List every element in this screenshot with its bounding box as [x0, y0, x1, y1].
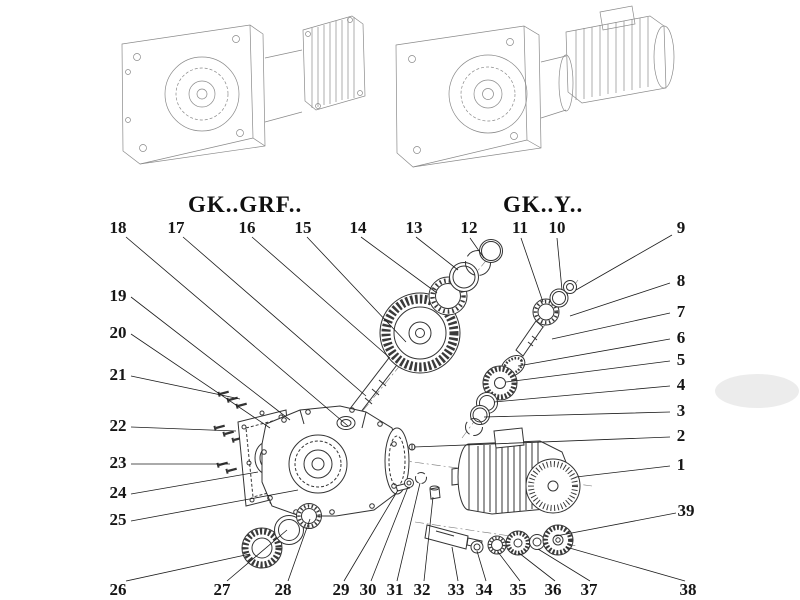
part-number-12: 12	[460, 218, 478, 237]
part-number-27: 27	[213, 580, 231, 599]
part-number-19: 19	[109, 286, 127, 305]
part-number-26: 26	[109, 580, 127, 599]
part-number-15: 15	[294, 218, 312, 237]
part-number-21: 21	[109, 365, 127, 384]
leader-lines	[125, 234, 686, 582]
part-number-25: 25	[109, 510, 127, 529]
input-gear-set	[348, 239, 503, 418]
pinion-shaft-set	[465, 280, 577, 436]
part-number-4: 4	[676, 375, 686, 394]
part-number-14: 14	[349, 218, 367, 237]
flange-bolts	[213, 390, 247, 474]
part-number-8: 8	[676, 271, 686, 290]
gk-grf-drawing	[121, 15, 366, 165]
part-number-29: 29	[332, 580, 350, 599]
part-number-1: 1	[676, 455, 686, 474]
part-number-5: 5	[676, 350, 686, 369]
part-number-18: 18	[109, 218, 127, 237]
output-key-parts	[395, 472, 441, 500]
drive-motor	[451, 427, 581, 515]
exploded-view	[125, 234, 686, 582]
part-number-16: 16	[238, 218, 256, 237]
part-number-32: 32	[413, 580, 431, 599]
part-number-37: 37	[580, 580, 598, 599]
part-number-38: 38	[679, 580, 697, 599]
part-number-30: 30	[359, 580, 377, 599]
part-number-36: 36	[544, 580, 562, 599]
part-number-17: 17	[167, 218, 185, 237]
part-number-33: 33	[447, 580, 465, 599]
part-number-2: 2	[676, 426, 686, 445]
output-bearing-set	[241, 503, 322, 569]
watermark	[715, 374, 799, 408]
model-title-gk-y: GK..Y..	[503, 192, 584, 217]
part-number-22: 22	[109, 416, 127, 435]
output-shaft-parts	[424, 524, 574, 556]
part-number-9: 9	[676, 218, 686, 237]
part-number-28: 28	[274, 580, 292, 599]
part-number-7: 7	[676, 302, 686, 321]
part-number-34: 34	[475, 580, 493, 599]
part-number-6: 6	[676, 328, 686, 347]
part-number-20: 20	[109, 323, 127, 342]
part-number-35: 35	[509, 580, 527, 599]
part-number-24: 24	[109, 483, 127, 502]
part-number-23: 23	[109, 453, 127, 472]
part-number-11: 11	[511, 218, 529, 237]
part-number-10: 10	[548, 218, 566, 237]
gear-housing	[261, 405, 416, 517]
part-number-13: 13	[405, 218, 423, 237]
part-number-39: 39	[677, 501, 695, 520]
model-title-gk-grf: GK..GRF..	[188, 192, 303, 217]
gk-y-drawing	[395, 5, 675, 168]
part-number-3: 3	[676, 401, 686, 420]
part-number-31: 31	[386, 580, 404, 599]
